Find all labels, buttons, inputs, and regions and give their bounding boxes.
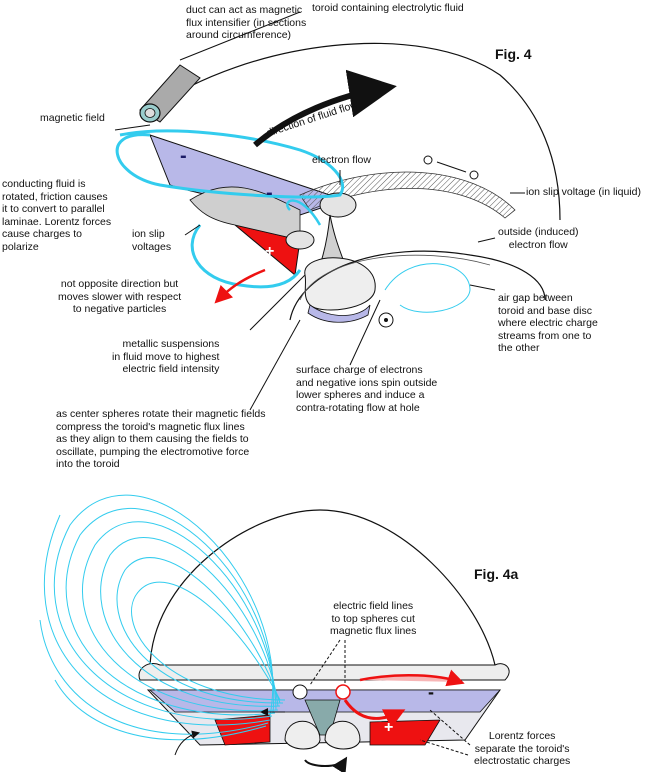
fig4a-dome bbox=[149, 509, 496, 671]
fig4a-title: Fig. 4a bbox=[474, 566, 519, 582]
mid-sphere bbox=[285, 230, 315, 250]
top-sphere bbox=[319, 192, 357, 218]
air-gap-label: air gap between toroid and base disc whe… bbox=[498, 292, 598, 354]
not-opposite-label: not opposite direction but moves slower … bbox=[58, 278, 182, 315]
ion-slip-voltages-label: ion slip voltages bbox=[132, 228, 172, 253]
magnetic-field-loop-2 bbox=[190, 224, 302, 289]
fig4a-lower-sphere-left bbox=[284, 720, 321, 750]
duct-label: duct can act as magnetic flux intensifie… bbox=[186, 4, 307, 41]
air-gap-loop bbox=[384, 263, 471, 313]
fig4a-magnetic-field-lines bbox=[39, 494, 286, 740]
magnetic-field-loop-3 bbox=[286, 199, 322, 226]
base-disc-outline bbox=[289, 250, 546, 321]
ion-slip-band bbox=[299, 171, 516, 219]
fluid-gray-layer bbox=[189, 186, 301, 241]
fig4a-rim-left bbox=[138, 663, 510, 681]
fig4a-positive-right bbox=[369, 719, 441, 746]
toroid-label: toroid containing electrolytic fluid bbox=[312, 2, 464, 14]
lower-sphere bbox=[304, 257, 376, 311]
fig4a-lower-sphere-right bbox=[324, 720, 361, 750]
metallic-label: metallic suspensions in fluid move to hi… bbox=[112, 338, 220, 375]
surface-charge-label: surface charge of electrons and negative… bbox=[296, 364, 438, 414]
fig4a-rotation-arrow bbox=[304, 756, 348, 772]
fig4a-negative-symbol: - bbox=[428, 682, 434, 702]
fig4a-top-sphere-left bbox=[292, 684, 308, 700]
negative-charge-symbol-1: - bbox=[180, 145, 187, 167]
magnetic-field-loop-1 bbox=[115, 129, 344, 199]
magnetic-field-label: magnetic field bbox=[40, 112, 105, 124]
electric-field-lines-label: electric field lines to top spheres cut … bbox=[330, 600, 417, 637]
fig4a-positive-symbol: + bbox=[384, 719, 394, 736]
positive-charge-symbol: + bbox=[265, 243, 275, 260]
electron-flow-label: electron flow bbox=[312, 154, 371, 166]
fig4-title: Fig. 4 bbox=[495, 46, 532, 62]
center-spheres-label: as center spheres rotate their magnetic … bbox=[56, 408, 266, 470]
lorentz-label: Lorentz forces separate the toroid's ele… bbox=[474, 730, 571, 767]
negative-charge-symbol-2: - bbox=[266, 182, 273, 204]
toroid-outline bbox=[149, 42, 561, 221]
fluid-flow-arrow bbox=[253, 69, 397, 148]
spin-band bbox=[307, 304, 371, 323]
fig4a-top-sphere-right bbox=[335, 684, 351, 700]
ion-slip-liquid-label: ion slip voltage (in liquid) bbox=[526, 186, 641, 198]
conducting-fluid-label: conducting fluid is rotated, friction ca… bbox=[2, 178, 112, 253]
fig4a-drawing bbox=[39, 494, 510, 772]
slow-positive-arrow bbox=[214, 268, 266, 304]
fig4-drawing bbox=[114, 11, 561, 411]
outside-electron-flow-label: outside (induced) electron flow bbox=[498, 226, 579, 251]
